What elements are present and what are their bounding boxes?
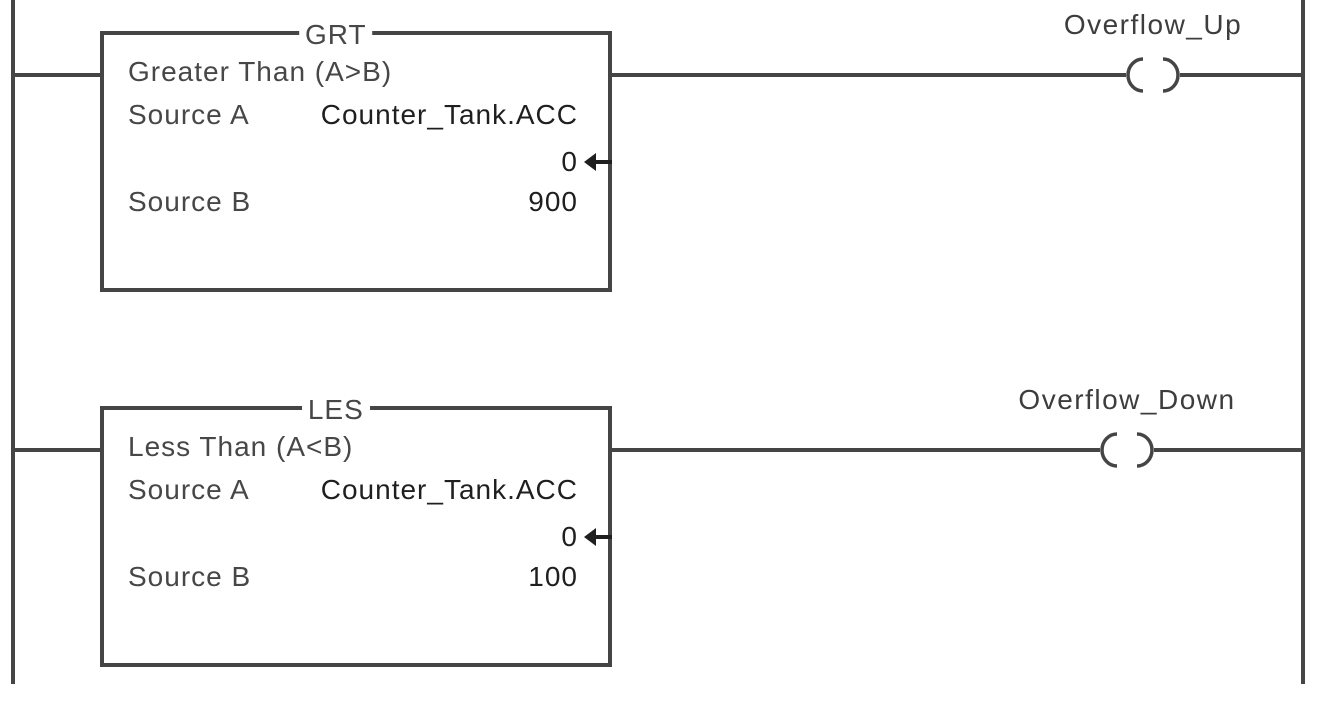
live-data-arrow-icon <box>584 528 612 546</box>
rung-grt: GRT Greater Than (A>B) Source A Counter_… <box>0 0 1338 350</box>
instruction-description: Less Than (A<B) <box>128 431 354 462</box>
coil-tag-label[interactable]: Overflow_Up <box>1063 9 1243 40</box>
power-rail-right <box>1301 0 1305 684</box>
power-rail-left <box>11 0 15 684</box>
live-value-source-a[interactable]: 0 <box>561 146 578 177</box>
rung-wire <box>1180 73 1303 77</box>
rung-les: LES Less Than (A<B) Source A Counter_Tan… <box>0 375 1338 703</box>
coil-parentheses-icon <box>1126 57 1180 93</box>
rung-wire <box>612 448 1100 452</box>
live-data-arrow-icon <box>584 153 612 171</box>
operand-row-source-a: Source A Counter_Tank.ACC <box>104 473 608 507</box>
operand-value-source-a[interactable]: Counter_Tank.ACC <box>320 474 578 505</box>
instruction-mnemonic: GRT <box>299 18 373 52</box>
coil-parentheses-icon <box>1100 432 1154 468</box>
rung-wire <box>13 448 100 452</box>
operand-label-source-b: Source B <box>128 186 252 217</box>
operand-row-source-b: Source B 900 <box>104 185 608 219</box>
operand-label-source-b: Source B <box>128 561 252 592</box>
operand-value-source-a[interactable]: Counter_Tank.ACC <box>320 99 578 130</box>
output-coil[interactable] <box>1100 431 1154 469</box>
instruction-mnemonic: LES <box>301 393 370 427</box>
operand-row-source-a: Source A Counter_Tank.ACC <box>104 98 608 132</box>
output-coil[interactable] <box>1126 56 1180 94</box>
coil-tag-label[interactable]: Overflow_Down <box>1018 384 1236 415</box>
les-instruction-block[interactable]: LES Less Than (A<B) Source A Counter_Tan… <box>100 393 612 667</box>
operand-row-source-b: Source B 100 <box>104 560 608 594</box>
operand-label-source-a: Source A <box>128 99 250 130</box>
operand-value-source-b[interactable]: 100 <box>528 561 578 592</box>
rung-wire <box>1154 448 1303 452</box>
rung-wire <box>612 73 1126 77</box>
live-value-row: 0 <box>104 520 612 554</box>
operand-label-source-a: Source A <box>128 474 250 505</box>
live-value-row: 0 <box>104 145 612 179</box>
instruction-description: Greater Than (A>B) <box>128 56 393 87</box>
rung-wire <box>13 73 100 77</box>
grt-instruction-block[interactable]: GRT Greater Than (A>B) Source A Counter_… <box>100 18 612 292</box>
live-value-source-a[interactable]: 0 <box>561 521 578 552</box>
operand-value-source-b[interactable]: 900 <box>528 186 578 217</box>
